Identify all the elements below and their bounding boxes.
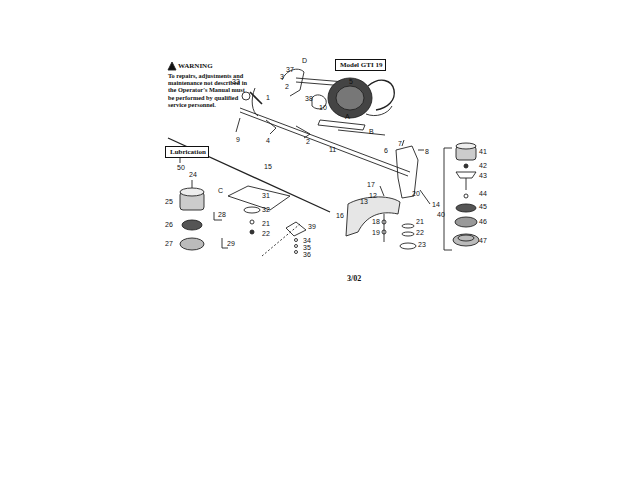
callout-number: 40 bbox=[437, 211, 445, 218]
callout-number: 19 bbox=[372, 229, 380, 236]
callout-number: 27 bbox=[165, 240, 173, 247]
callout-number: 41 bbox=[479, 148, 487, 155]
callout-number: A bbox=[345, 113, 350, 120]
callout-number: 25 bbox=[165, 198, 173, 205]
callout-number: 33 bbox=[232, 78, 240, 85]
callout-number: 18 bbox=[372, 218, 380, 225]
box-text: Model GTI 19 bbox=[340, 62, 381, 69]
callout-number: 50 bbox=[177, 164, 185, 171]
callout-number: C bbox=[218, 187, 223, 194]
callout-number: B bbox=[369, 128, 374, 135]
callout-number: 42 bbox=[479, 162, 487, 169]
callout-number: 2 bbox=[285, 83, 289, 90]
callout-number: 31 bbox=[262, 192, 270, 199]
callout-number: 47 bbox=[479, 237, 487, 244]
callout-number: 11 bbox=[329, 146, 336, 153]
callout-number: 17 bbox=[367, 181, 375, 188]
callout-number: 9 bbox=[236, 136, 240, 143]
callout-number: 22 bbox=[416, 229, 424, 236]
callout-number: 4 bbox=[266, 137, 270, 144]
callout-number: 37 bbox=[286, 66, 294, 73]
callout-number: 26 bbox=[165, 221, 173, 228]
callout-number: 8 bbox=[425, 148, 429, 155]
callout-number: 39 bbox=[308, 223, 316, 230]
callout-number: 23 bbox=[418, 241, 426, 248]
callout-number: 2 bbox=[306, 138, 310, 145]
callout-number: 32 bbox=[262, 206, 270, 213]
callout-number: 22 bbox=[262, 230, 270, 237]
callout-number: 28 bbox=[218, 211, 226, 218]
callout-number: 14 bbox=[432, 201, 440, 208]
model-box: Model GTI 19 bbox=[335, 59, 386, 71]
callout-number: 10 bbox=[319, 104, 327, 111]
callout-number: 13 bbox=[360, 198, 368, 205]
callout-number: 1 bbox=[266, 94, 270, 101]
callout-number: 6 bbox=[384, 147, 388, 154]
callout-number: 38 bbox=[305, 95, 313, 102]
box-text: Lubrication bbox=[170, 149, 204, 156]
callout-number: 21 bbox=[416, 218, 424, 225]
callout-number: 46 bbox=[479, 218, 487, 225]
callout-number: 7 bbox=[398, 140, 402, 147]
callout-number: 5 bbox=[349, 78, 353, 85]
callout-number: 35 bbox=[303, 244, 311, 251]
callout-number: 15 bbox=[264, 163, 272, 170]
callout-number: 3 bbox=[280, 73, 284, 80]
callout-number: 21 bbox=[262, 220, 270, 227]
callout-number: 45 bbox=[479, 203, 487, 210]
lubrication-box: Lubrication bbox=[165, 146, 209, 158]
callout-number: D bbox=[302, 57, 307, 64]
callout-number: 34 bbox=[303, 237, 311, 244]
callout-number: 43 bbox=[479, 172, 487, 179]
callout-number: 12 bbox=[369, 192, 377, 199]
callout-number: 24 bbox=[189, 171, 197, 178]
date-code: 3/02 bbox=[347, 275, 361, 283]
callout-number: 16 bbox=[336, 212, 344, 219]
callout-number: 36 bbox=[303, 251, 311, 258]
callout-number: 44 bbox=[479, 190, 487, 197]
warning-heading: WARNING bbox=[178, 63, 213, 70]
callout-number: 20 bbox=[412, 190, 420, 197]
warning-note: To repairs, adjustments and maintenance … bbox=[168, 72, 250, 108]
callout-number: 29 bbox=[227, 240, 235, 247]
